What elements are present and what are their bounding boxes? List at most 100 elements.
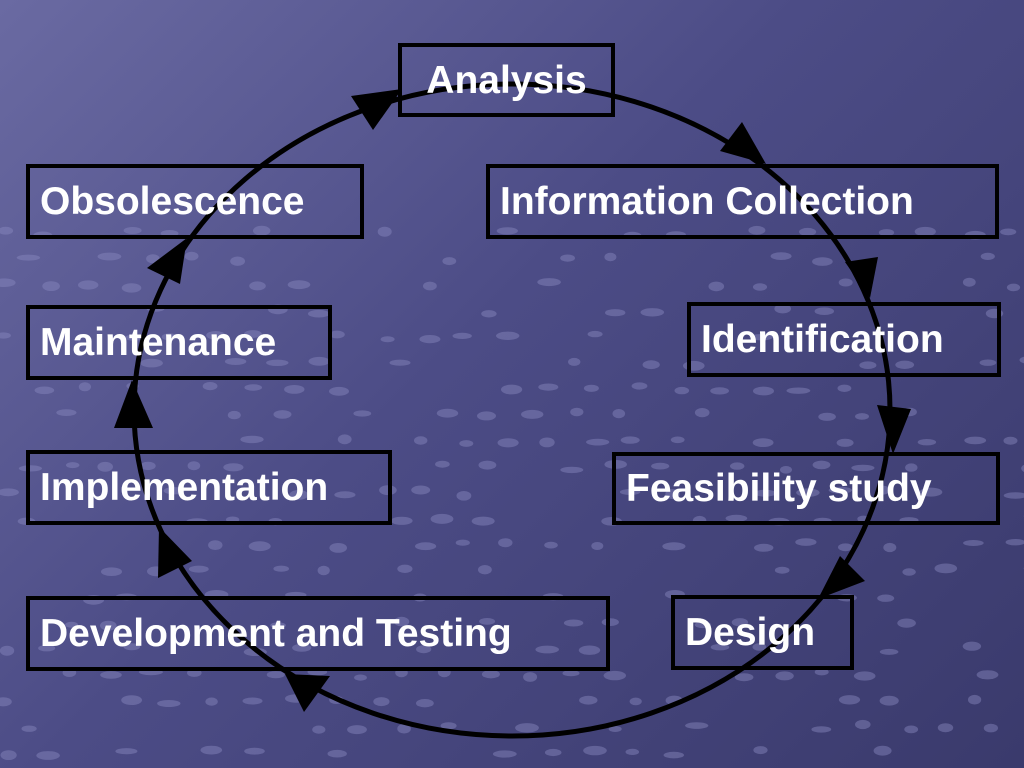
arrowhead-to-identification [845,257,878,298]
arrowhead-to-implementation [158,527,192,578]
background-dot [423,281,437,291]
background-dot [78,382,91,392]
background-dot [570,407,584,417]
background-dot [629,697,642,706]
background-dot [353,410,372,417]
background-dot [904,725,919,734]
background-dot [775,671,794,681]
background-dot [65,621,79,628]
background-dot [308,356,330,366]
background-dot [544,541,558,549]
background-dot [329,386,349,396]
background-dot [121,695,142,705]
background-dot [97,461,113,472]
background-dot [710,387,729,395]
background-dot [411,485,431,495]
arrowhead-to-development-and-testing [285,674,330,712]
background-dot [814,307,834,316]
background-dot [337,434,352,445]
background-dot [123,643,141,651]
background-dot [16,254,41,261]
background-dot [937,723,954,733]
background-dot [115,748,138,755]
background-dot [665,489,680,499]
background-dot [140,358,163,368]
stage-maintenance: Maintenance [26,305,332,380]
background-dot [560,466,584,474]
background-dot [240,435,264,444]
background-dot [560,254,575,262]
background-dot [579,695,598,705]
stage-information-collection: Information Collection [486,164,999,239]
background-dot [100,671,122,679]
background-dot [544,748,562,757]
background-dot [919,487,943,497]
background-dot [962,641,982,651]
background-dot [642,360,660,370]
background-dot [838,695,861,705]
background-dot [187,461,201,471]
background-dot [1019,356,1024,364]
background-dot [879,648,899,655]
background-dot [249,281,266,291]
background-dot [877,594,895,602]
background-dot [752,643,767,651]
background-dot [694,408,710,418]
background-dot [591,542,604,550]
background-dot [266,671,285,679]
background-dot [674,386,690,395]
background-dot [962,277,976,287]
background-dot [725,514,748,522]
background-dot [604,252,617,262]
background-dot [435,460,450,468]
background-dot [430,513,454,524]
background-dot [799,227,817,236]
background-dot [287,280,311,290]
background-dot [873,745,892,756]
stage-obsolescence: Obsolescence [26,164,364,239]
background-dot [578,645,601,655]
background-dot [749,334,773,341]
background-dot [42,281,60,291]
background-dot [34,386,55,395]
background-dot [774,304,791,314]
background-dot [914,226,936,237]
background-dot [456,491,472,501]
background-dot [895,360,915,369]
background-dot [478,565,492,575]
background-dot [481,310,497,318]
background-dot [562,670,580,677]
background-dot [662,542,686,551]
background-dot [587,330,603,338]
cycle-arrowheads [114,89,911,712]
arrowhead-analysis-to-information-collection [720,122,766,164]
background-dot [230,256,246,266]
background-dot [38,645,56,652]
background-dot [968,694,982,705]
background-dot [603,670,626,681]
stage-feasibility-study: Feasibility study [612,452,1000,525]
background-dot [796,488,820,497]
background-dot [879,695,899,706]
background-dot [855,719,871,730]
background-dot [479,618,496,625]
background-dot [651,462,670,470]
background-dot [878,229,895,237]
background-dot [838,278,853,287]
stage-information-collection-label: Information Collection [500,180,914,223]
background-dot [976,670,999,680]
background-dot [753,746,768,755]
background-dot [496,227,518,235]
background-dot [752,438,774,447]
background-dot [206,331,226,340]
background-dot [752,283,768,291]
background-dot [66,462,80,469]
background-dot [563,619,584,627]
background-dot [685,722,709,729]
background-dot [184,251,199,261]
background-dot [242,697,263,705]
background-dot [515,723,539,733]
background-dot [537,278,561,287]
background-dot [389,359,411,366]
background-dot [414,436,428,445]
